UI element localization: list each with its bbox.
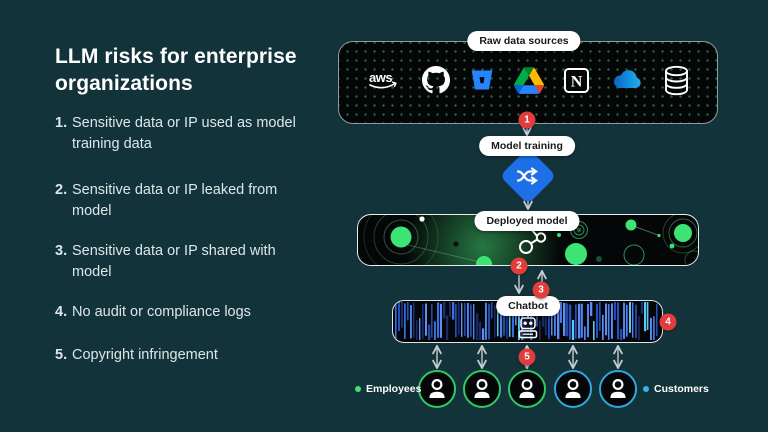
risk-badge-1: 1 — [518, 111, 536, 129]
user-avatar — [599, 370, 637, 408]
page-title: LLM risks for enterprise organizations — [55, 45, 297, 95]
database-icon — [663, 65, 690, 101]
onedrive-icon — [610, 69, 644, 96]
person-icon — [610, 379, 626, 398]
risk-number: 2. — [55, 182, 68, 198]
risk-number: 4. — [55, 304, 68, 320]
raw-data-sources-label: Raw data sources — [467, 31, 581, 51]
person-icon — [519, 379, 535, 398]
risk-text: Sensitive data or IP leaked from model — [72, 182, 278, 219]
user-avatar — [508, 370, 546, 408]
chatbot-robot-icon — [517, 312, 539, 344]
svg-text:aws: aws — [369, 70, 392, 85]
aws-icon: aws — [366, 69, 402, 96]
user-avatar — [554, 370, 592, 408]
github-icon — [421, 66, 450, 99]
person-icon — [429, 379, 445, 398]
model-training-label: Model training — [479, 136, 575, 156]
employees-legend: Employees — [355, 383, 421, 395]
customers-label: Customers — [654, 383, 709, 395]
risk-text: Sensitive data or IP used as model train… — [72, 115, 296, 152]
risk-badge-5: 5 — [518, 348, 536, 366]
risk-item-3: 3. Sensitive data or IP shared with mode… — [55, 241, 303, 283]
risk-item-2: 2. Sensitive data or IP leaked from mode… — [55, 180, 303, 222]
risk-text: No audit or compliance logs — [72, 304, 251, 320]
risk-item-4: 4. No audit or compliance logs — [55, 302, 303, 323]
person-icon — [474, 379, 490, 398]
bitbucket-icon — [469, 67, 495, 98]
customers-legend: Customers — [643, 383, 709, 395]
person-icon — [565, 379, 581, 398]
svg-text:N: N — [571, 73, 583, 90]
risk-item-1: 1. Sensitive data or IP used as model tr… — [55, 113, 303, 155]
deployed-model-label: Deployed model — [474, 211, 580, 231]
risk-text: Sensitive data or IP shared with model — [72, 243, 276, 280]
notion-icon: N — [563, 67, 590, 99]
risk-number: 1. — [55, 115, 68, 131]
shuffle-icon — [516, 167, 538, 185]
user-avatar — [418, 370, 456, 408]
google-drive-icon — [514, 66, 544, 99]
risk-badge-3: 3 — [532, 281, 550, 299]
chatbot-label: Chatbot — [496, 296, 560, 316]
risk-item-5: 5. Copyright infringement — [55, 345, 303, 366]
risk-number: 3. — [55, 243, 68, 259]
user-avatar — [463, 370, 501, 408]
model-icon — [519, 226, 547, 254]
model-training-node — [499, 147, 557, 205]
employees-dot-icon — [355, 386, 361, 392]
risk-text: Copyright infringement — [72, 347, 218, 363]
risk-badge-2: 2 — [510, 257, 528, 275]
employees-label: Employees — [366, 383, 422, 395]
risk-number: 5. — [55, 347, 68, 363]
customers-dot-icon — [643, 386, 649, 392]
risk-badge-4: 4 — [659, 313, 677, 331]
raw-data-sources-box: aws — [338, 41, 718, 124]
